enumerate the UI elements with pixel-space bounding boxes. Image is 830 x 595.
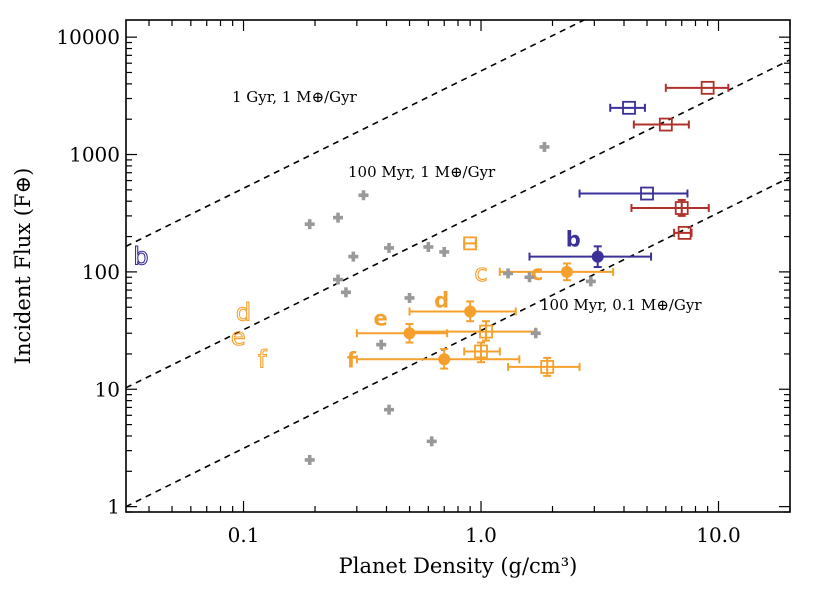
gray-plus-point-vertical <box>336 274 340 285</box>
gray-plus-point-vertical <box>307 219 312 230</box>
gray-plus-point-vertical <box>307 454 312 465</box>
filled-circle-point <box>464 305 477 318</box>
gray-plus-point-vertical <box>426 241 431 252</box>
gray-plus-point-vertical <box>351 251 356 262</box>
x-tick-label: 1.0 <box>465 523 497 547</box>
hollow-letter-f: f <box>258 345 267 373</box>
reference-lines <box>126 20 790 508</box>
gray-plus-point-vertical <box>589 276 593 287</box>
filled-circle-point <box>438 353 451 366</box>
y-tick-label: 1000 <box>69 143 120 167</box>
gray-plus-point-vertical <box>527 272 532 283</box>
hollow-letter-b: b <box>133 243 148 271</box>
gray-plus-point-vertical <box>344 287 348 298</box>
gray-plus-point-vertical <box>542 141 547 152</box>
point-label-f: f <box>347 348 357 372</box>
y-tick-label: 10 <box>95 377 120 401</box>
filled-circle-point <box>560 265 573 278</box>
ref-line-label-2: 100 Myr, 1 M⊕/Gyr <box>348 163 496 181</box>
plot-frame <box>125 19 791 513</box>
gray-plus-point-vertical <box>442 246 447 257</box>
gray-plus-point-vertical <box>379 339 384 350</box>
series-gray-plus-gray <box>304 141 596 465</box>
gray-plus-point-vertical <box>387 404 391 415</box>
filled-circle-point <box>591 250 604 263</box>
x-tick-label: 10.0 <box>696 523 741 547</box>
gray-plus-point-vertical <box>429 436 434 447</box>
point-label-e: e <box>374 306 388 330</box>
y-axis-label: Incident Flux (F⊕) <box>11 168 35 365</box>
gray-plus-point-vertical <box>533 328 538 339</box>
series-open-square-red <box>630 80 730 240</box>
y-tick-label: 10000 <box>56 25 120 49</box>
gray-plus-point-vertical <box>506 268 510 279</box>
hollow-letter-c: c <box>474 259 487 287</box>
series-open-square-blue <box>578 100 689 201</box>
gray-plus-point-vertical <box>361 190 366 201</box>
y-tick-label: 1 <box>107 495 120 519</box>
ref-line-label-3: 100 Myr, 0.1 M⊕/Gyr <box>540 296 702 314</box>
point-label-d: d <box>434 288 449 312</box>
series-filled-circle-blue: b <box>528 228 653 269</box>
series-hollow-letter-blue: b <box>133 242 149 271</box>
gray-plus-point-vertical <box>407 292 412 303</box>
reference-line-1 <box>126 20 586 248</box>
reference-line-2 <box>126 59 790 389</box>
hollow-letter-e: e <box>231 323 246 351</box>
point-label-b: b <box>566 228 581 252</box>
axes: 0.1 1.0 10.0 1 10 100 1000 10000 <box>56 20 791 547</box>
x-tick-label: 0.1 <box>228 523 260 547</box>
hollow-letter-d: d <box>236 299 251 327</box>
y-tick-label: 100 <box>82 260 120 284</box>
gray-plus-point-vertical <box>387 242 391 253</box>
gray-plus-point-vertical <box>336 212 340 223</box>
x-axis-label: Planet Density (g/cm³) <box>339 554 578 578</box>
point-label-c: c <box>531 261 543 285</box>
ref-line-label-1: 1 Gyr, 1 M⊕/Gyr <box>232 88 358 106</box>
